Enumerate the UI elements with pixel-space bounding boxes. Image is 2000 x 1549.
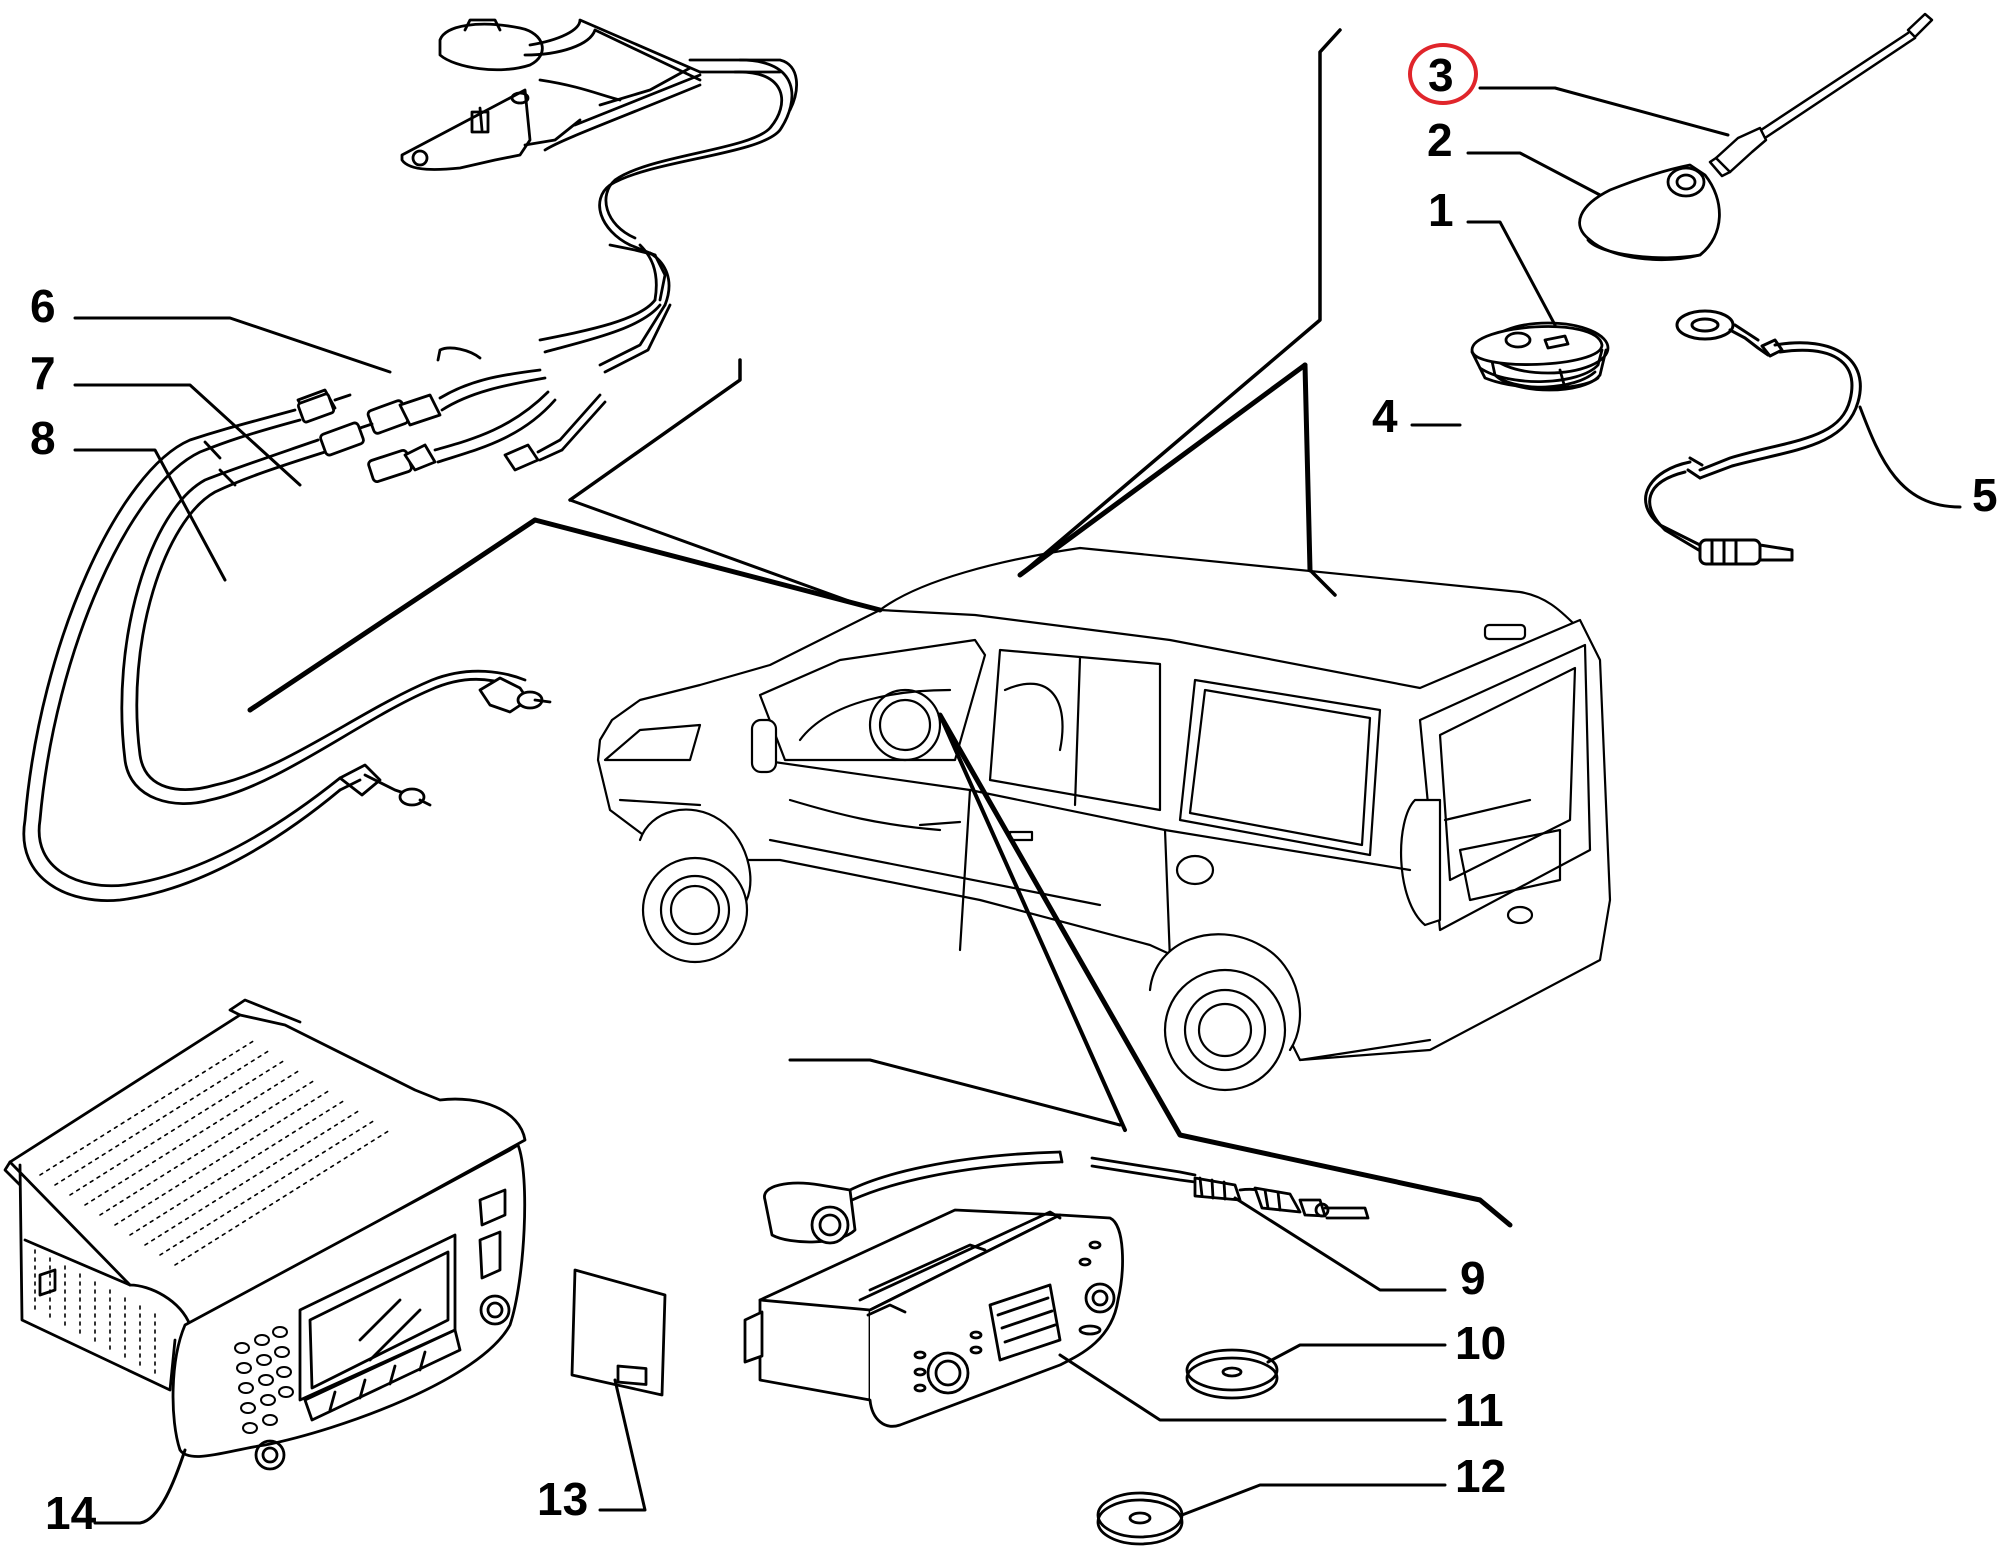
navigation-radio-unit-icon bbox=[3, 998, 527, 1471]
callout-6[interactable]: 6 bbox=[30, 280, 56, 332]
callout-2[interactable]: 2 bbox=[1427, 114, 1453, 166]
speaker-wiring-lead-icon bbox=[22, 388, 552, 903]
callout-4[interactable]: 4 bbox=[1372, 390, 1398, 442]
keypad-icon bbox=[234, 1326, 294, 1434]
antenna-gasket-icon bbox=[1470, 325, 1604, 389]
callout-3[interactable]: 3 bbox=[1428, 49, 1454, 101]
instruction-card-icon bbox=[570, 1268, 667, 1397]
van-illustration bbox=[596, 546, 1612, 1092]
callout-8[interactable]: 8 bbox=[30, 412, 56, 464]
highlight-circle bbox=[1408, 43, 1478, 105]
callout-10[interactable]: 10 bbox=[1455, 1317, 1507, 1369]
radio-antenna-adapter-cable-icon bbox=[763, 1150, 1370, 1245]
callout-1[interactable]: 1 bbox=[1428, 184, 1454, 236]
roof-antenna-cable-harness-icon bbox=[366, 18, 798, 484]
callout-12[interactable]: 12 bbox=[1455, 1450, 1507, 1502]
callout-9[interactable]: 9 bbox=[1460, 1252, 1486, 1304]
car-radio-unit-icon bbox=[743, 1208, 1124, 1428]
callout-14[interactable]: 14 bbox=[45, 1487, 97, 1539]
antenna-base-cover-icon bbox=[1578, 163, 1721, 261]
leader-lines-left bbox=[73, 316, 392, 582]
callout-7[interactable]: 7 bbox=[30, 347, 56, 399]
antenna-extension-cable-icon bbox=[1644, 309, 1862, 566]
callout-13[interactable]: 13 bbox=[537, 1473, 589, 1525]
callout-11[interactable]: 11 bbox=[1455, 1384, 1504, 1436]
washer-12-icon bbox=[1096, 1491, 1184, 1546]
leader-lines bbox=[247, 28, 1513, 1228]
washer-10-icon bbox=[1185, 1348, 1279, 1400]
callout-5[interactable]: 5 bbox=[1972, 469, 1998, 521]
antenna-mast-rod-icon bbox=[1708, 12, 1934, 178]
